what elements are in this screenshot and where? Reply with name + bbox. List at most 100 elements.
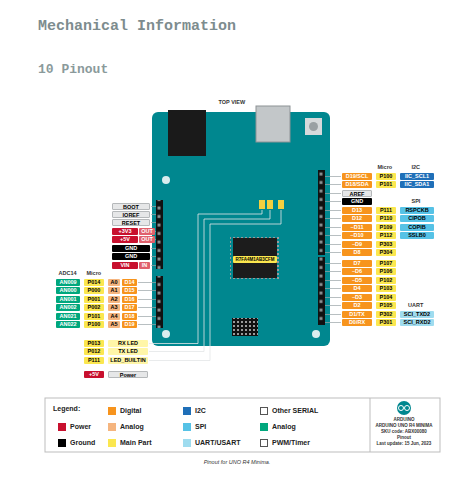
led	[278, 200, 284, 209]
legend-text: Analog	[120, 423, 144, 430]
section-number: 10 Pinout	[38, 62, 108, 78]
power-tag: OUT	[139, 228, 155, 235]
power-pin: +5V	[84, 371, 104, 378]
title-block-text: SKU code: ABX00080	[381, 429, 427, 434]
micro-pin: P102	[376, 277, 396, 284]
digital-pin: ~D5	[342, 277, 372, 284]
legend-text: UART/USART	[195, 439, 241, 446]
mounting-hole	[162, 176, 170, 184]
legend-entry: Ground	[58, 438, 95, 447]
micro-pin: P012	[84, 348, 104, 355]
legend-entry: I2C	[183, 406, 206, 415]
leader-line	[325, 244, 341, 245]
digital-pin: D19/SCL	[342, 173, 372, 180]
legend-entry: Other SERIAL	[260, 406, 318, 415]
legend-text: Analog	[272, 423, 296, 430]
power-pin: +3V3	[112, 228, 138, 235]
title-block-text: ARDUINO	[394, 417, 415, 422]
leader-line	[325, 263, 341, 264]
micro-pin: P001	[84, 296, 104, 303]
arduino-logo-loop	[399, 406, 404, 411]
leader-line	[138, 307, 156, 308]
digital-pin: D16	[122, 296, 137, 303]
digital-pin: D1/TX	[342, 311, 372, 318]
leader-line	[138, 324, 156, 325]
digital-pin: D19	[122, 321, 137, 328]
legend-divider	[370, 398, 371, 452]
page-title: Mechanical Information	[38, 18, 236, 35]
leader-line	[151, 222, 156, 223]
micro-pin: P014	[84, 279, 104, 286]
micro-pin: P107	[376, 260, 396, 267]
micro-pin: P303	[376, 241, 396, 248]
digital-pin: ~D11	[342, 224, 372, 231]
leader-line	[149, 210, 281, 361]
digital-pin: D12	[342, 215, 372, 222]
legend-swatch	[260, 423, 268, 431]
micro-pin: P106	[376, 268, 396, 275]
header-label: TOP VIEW	[219, 99, 246, 106]
legend-swatch	[108, 423, 116, 431]
leader-line	[138, 290, 156, 291]
micro-pin: P111	[84, 357, 104, 364]
legend-swatch	[58, 439, 66, 447]
spi-function: SSLB0	[400, 232, 434, 239]
micro-pin: P112	[376, 232, 396, 239]
legend-text: Power	[70, 423, 91, 430]
micro-pin: P104	[376, 294, 396, 301]
legend-heading: Legend:	[53, 405, 80, 413]
title-block-text: Pinout	[397, 435, 411, 440]
leader-line	[325, 201, 341, 202]
other-label: RESET	[112, 219, 150, 226]
leader-line	[325, 235, 341, 236]
legend-swatch	[183, 439, 191, 447]
other-label: IOREF	[112, 211, 150, 218]
legend-text: Other SERIAL	[272, 407, 318, 414]
led	[259, 200, 265, 209]
legend-swatch	[108, 439, 116, 447]
digital-pin: ~D6	[342, 268, 372, 275]
arduino-logo	[397, 401, 411, 415]
legend-entry: SPI	[183, 422, 206, 431]
usb-connector	[256, 106, 290, 142]
micro-pin: P100	[376, 173, 396, 180]
leader-line	[325, 176, 341, 177]
leader-line	[325, 252, 341, 253]
legend-entry: Power	[58, 422, 91, 431]
header-label: Micro	[87, 270, 102, 277]
reset-button	[305, 118, 322, 135]
pin-leader-lines	[138, 177, 341, 325]
digital-pin: ~D3	[342, 294, 372, 301]
i2c-function: IIC_SDA1	[400, 181, 434, 188]
digital-pin: D17	[122, 304, 137, 311]
adc-channel: AN002	[56, 304, 80, 311]
digital-pin: D4	[342, 285, 372, 292]
digital-header-high	[318, 170, 325, 255]
analog-pin: A3	[108, 304, 120, 311]
legend-text: PWM/Timer	[272, 439, 310, 446]
legend-swatch	[58, 423, 66, 431]
ground-pin: GND	[342, 198, 372, 205]
other-label: BOOT	[112, 203, 150, 210]
digital-pin: D2	[342, 302, 372, 309]
spi-function: CIPOB	[400, 215, 434, 222]
adc-channel: AN001	[56, 296, 80, 303]
micro-pin: P304	[376, 249, 396, 256]
legend-box	[45, 398, 440, 452]
led-leader-lines	[149, 210, 281, 361]
leader-line	[325, 305, 341, 306]
leader-line	[151, 256, 156, 257]
mounting-hole	[162, 330, 170, 338]
leader-line	[325, 314, 341, 315]
legend-swatch	[260, 439, 268, 447]
led-label: TX LED	[108, 348, 148, 355]
digital-pin: D8	[342, 249, 372, 256]
header-label: SPI	[412, 198, 421, 205]
leader-line	[325, 297, 341, 298]
legend-text: I2C	[195, 407, 206, 414]
power-pin: VIN	[112, 262, 138, 269]
digital-pin: D18	[122, 313, 137, 320]
power-tag: IN	[139, 262, 150, 269]
adc-channel: AN021	[56, 313, 80, 320]
micro-pin: P101	[376, 181, 396, 188]
